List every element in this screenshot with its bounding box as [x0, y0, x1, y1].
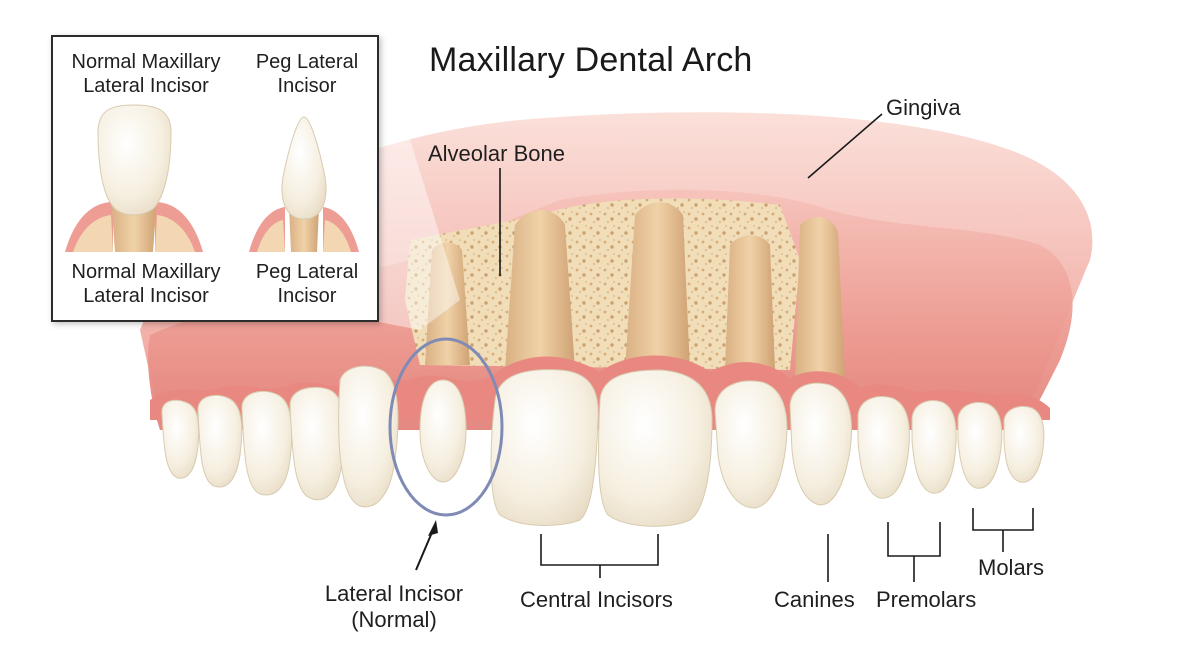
inset-connector — [379, 40, 460, 330]
inset-label-normal-bottom-line2: Lateral Incisor — [83, 284, 209, 307]
inset-label-peg-bottom: Peg Lateral Incisor — [239, 261, 375, 308]
inset-label-normal-bottom: Normal Maxillary Lateral Incisor — [61, 261, 231, 308]
molars-label: Molars — [978, 555, 1045, 580]
peg-incisor-drawing — [249, 116, 359, 252]
inset-label-peg-top-line2: Incisor — [277, 74, 337, 97]
inset-label-normal-top-line1: Normal Maxillary — [71, 51, 221, 73]
inset-label-normal-bottom-line1: Normal Maxillary — [71, 261, 221, 283]
inset-label-normal-top: Normal Maxillary Lateral Incisor — [61, 51, 231, 98]
inset-label-peg-bottom-line2: Incisor — [277, 284, 337, 307]
canines-label: Canines — [774, 587, 855, 612]
alveolar-bone — [405, 198, 800, 370]
inset-illustration — [65, 104, 359, 252]
gingiva-label: Gingiva — [886, 95, 961, 120]
teeth-left — [161, 365, 399, 508]
inset-label-peg-top: Peg Lateral Incisor — [239, 51, 375, 98]
central-incisors-label: Central Incisors — [520, 587, 673, 612]
lateral-incisor-label-line1: Lateral Incisor — [324, 581, 464, 606]
lateral-incisor-label-line2: (Normal) — [351, 607, 437, 633]
normal-incisor-drawing — [65, 104, 203, 252]
page-title: Maxillary Dental Arch — [429, 41, 753, 79]
tooth-roots — [425, 202, 845, 380]
lateral-incisor-label: Lateral Incisor (Normal) — [325, 581, 463, 634]
lateral-incisor-arrow — [415, 520, 438, 571]
comparison-inset: Normal Maxillary Lateral Incisor Peg Lat… — [51, 35, 379, 322]
alveolar-bone-label: Alveolar Bone — [428, 141, 565, 166]
central-incisors-teeth — [490, 369, 713, 527]
highlight-ring — [388, 337, 504, 517]
inset-label-normal-top-line2: Lateral Incisor — [83, 74, 209, 97]
teeth-right — [714, 380, 1045, 509]
inset-label-peg-bottom-line1: Peg Lateral — [255, 261, 359, 283]
gingiva-leader — [807, 113, 883, 179]
central-incisors-bracket — [540, 534, 659, 578]
premolars-label: Premolars — [876, 587, 977, 612]
inset-label-peg-top-line1: Peg Lateral — [255, 51, 359, 73]
molars-bracket — [972, 508, 1034, 552]
peg-lateral-incisor — [419, 379, 467, 483]
premolars-bracket — [887, 522, 941, 582]
